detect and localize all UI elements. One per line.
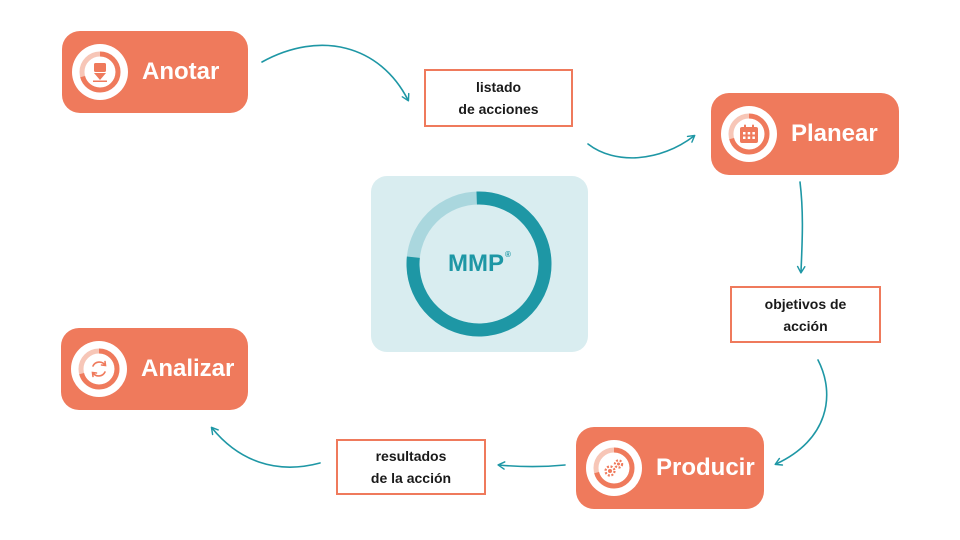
step-icon-ring [72,44,128,100]
step-planear: Planear [711,93,899,175]
mmp-ring [406,191,552,337]
calendar-icon [740,124,758,143]
step-label-anotar: Anotar [142,58,220,85]
mmp-label: MMP® [448,250,511,277]
arrow-anotar-to-listado [261,44,410,102]
step-icon-ring [721,106,777,162]
step-anotar: Anotar [62,31,248,113]
arrow-planear-to-objetivos [796,181,806,274]
arrow-listado-to-planear [587,134,696,159]
cycle-arrows-icon [91,360,107,378]
registered-mark: ® [505,250,511,259]
step-label-analizar: Analizar [141,355,235,382]
arrow-resultados-to-analizar [210,426,321,468]
step-label-planear: Planear [791,120,878,147]
step-analizar: Analizar [61,328,248,410]
step-icon-ring [71,341,127,397]
gears-icon [604,459,624,477]
step-label-producir: Producir [656,454,755,481]
output-listado-de-acciones: listado de acciones [424,69,573,127]
output-resultados-de-la-accion: resultados de la acción [336,439,486,495]
arrow-producir-to-resultados [497,461,566,470]
step-producir: Producir [576,427,764,509]
pen-nib-icon [93,63,107,82]
arrow-objetivos-to-producir [774,359,828,466]
output-objetivos-de-accion: objetivos de acción [730,286,881,343]
mmp-center-card: MMP® [371,176,588,352]
step-icon-ring [586,440,642,496]
